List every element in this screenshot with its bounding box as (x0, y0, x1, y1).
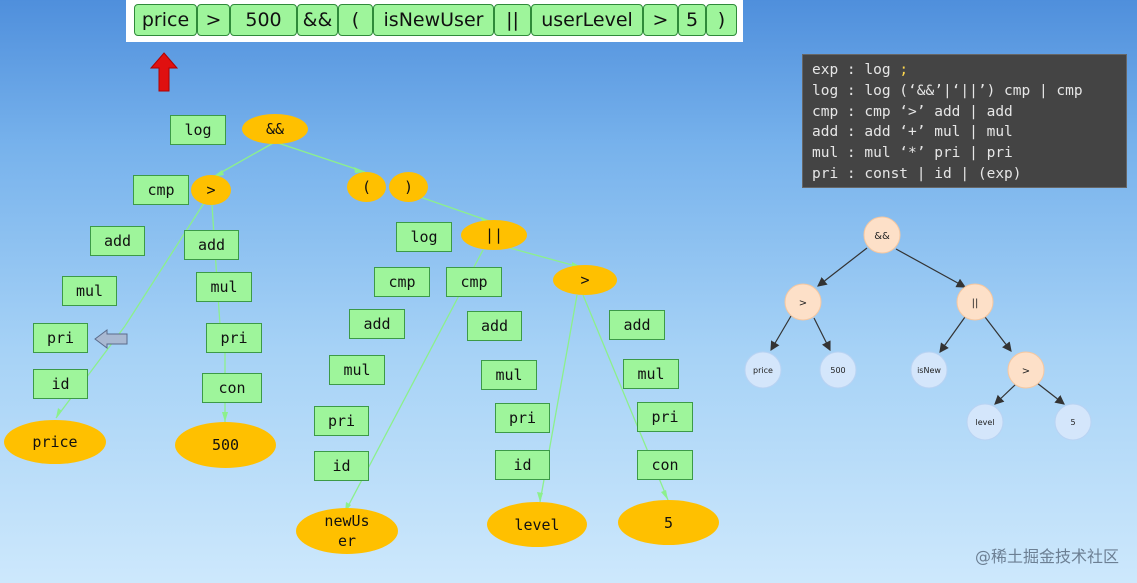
tree-paren-open: ( (347, 172, 386, 202)
ast-node-label: level (975, 418, 994, 427)
tree-node-id: id (314, 451, 369, 481)
tree-node-con: con (202, 373, 262, 403)
grammar-rule-log: log : log (‘&&’|‘||’) cmp | cmp (812, 82, 1083, 99)
ast-node-500: 500 (819, 351, 857, 389)
tree-node-add: add (184, 230, 239, 260)
tree-node-pri: pri (495, 403, 550, 433)
tree-node-con: con (637, 450, 693, 480)
token: userLevel (531, 4, 643, 36)
left-pointer-arrow-icon (94, 329, 128, 349)
grammar-semicolon: ; (899, 62, 909, 78)
ast-node-isnew: isNew (910, 351, 948, 389)
tree-node-id: id (495, 450, 550, 480)
grammar-box: exp : log ; log : log (‘&&’|‘||’) cmp | … (802, 54, 1127, 188)
tree-op-and: && (242, 114, 308, 144)
ast-node-price: price (744, 351, 782, 389)
ast-node-level: level (966, 403, 1004, 441)
grammar-rule-add: add : add ‘+’ mul | mul (812, 124, 1013, 141)
tree-node-add: add (467, 311, 522, 341)
token: isNewUser (373, 4, 494, 36)
token: || (494, 4, 531, 36)
ast-node-label: || (972, 298, 979, 309)
tree-node-id: id (33, 369, 88, 399)
ast-node-5: 5 (1054, 403, 1092, 441)
ast-node-label: isNew (917, 366, 941, 375)
token: price (134, 4, 197, 36)
leaf-price: price (4, 420, 106, 464)
ast-node-label: 5 (1070, 418, 1075, 427)
red-up-arrow-icon (150, 52, 178, 92)
token: && (297, 4, 338, 36)
ast-node-and: && (863, 216, 901, 254)
tree-op-or: || (461, 220, 527, 250)
tree-node-add: add (609, 310, 665, 340)
grammar-rule-text: exp : log (812, 62, 900, 78)
ast-node-label: price (753, 366, 773, 375)
leaf-newuser: newUs er (296, 508, 398, 554)
ast-node-gt: > (784, 283, 822, 321)
token-bar: price > 500 && ( isNewUser || userLevel … (126, 0, 743, 42)
tree-op-gt: > (191, 175, 231, 205)
tree-op-gt: > (553, 265, 617, 295)
tree-node-cmp: cmp (133, 175, 189, 205)
watermark: @稀土掘金技术社区 (974, 547, 1119, 566)
tree-node-mul: mul (62, 276, 117, 306)
grammar-rule-mul: mul : mul ‘*’ pri | pri (812, 145, 1013, 162)
leaf-level: level (487, 502, 587, 547)
ast-node-label: 500 (830, 366, 845, 375)
tree-node-mul: mul (623, 359, 679, 389)
ast-edges (770, 247, 1065, 405)
ast-node-label: && (874, 231, 890, 242)
tree-node-pri: pri (206, 323, 262, 353)
tree-node-mul: mul (196, 272, 252, 302)
tree-node-cmp: cmp (446, 267, 502, 297)
tree-node-pri: pri (314, 406, 369, 436)
leaf-5: 5 (618, 500, 719, 545)
tree-node-log: log (170, 115, 226, 145)
grammar-rule-pri: pri : const | id | (exp) (812, 165, 1022, 182)
tree-node-mul: mul (329, 355, 385, 385)
token: ) (706, 4, 737, 36)
grammar-rule-cmp: cmp : cmp ‘>’ add | add (812, 103, 1013, 120)
tree-node-log: log (396, 222, 452, 252)
ast-node-label: > (799, 298, 807, 309)
tree-node-mul: mul (481, 360, 537, 390)
ast-node-or: || (956, 283, 994, 321)
tree-node-cmp: cmp (374, 267, 430, 297)
tree-node-pri: pri (637, 402, 693, 432)
token: > (197, 4, 230, 36)
tree-node-add: add (90, 226, 145, 256)
ast-node-label: > (1022, 366, 1030, 377)
token: 500 (230, 4, 297, 36)
grammar-rule-exp: exp : log ; (812, 60, 1126, 81)
tree-paren-close: ) (389, 172, 428, 202)
token: ( (338, 4, 373, 36)
token: 5 (678, 4, 706, 36)
tree-node-add: add (349, 309, 405, 339)
token: > (643, 4, 678, 36)
leaf-500: 500 (175, 422, 276, 468)
ast-node-gt-inner: > (1007, 351, 1045, 389)
tree-node-pri: pri (33, 323, 88, 353)
